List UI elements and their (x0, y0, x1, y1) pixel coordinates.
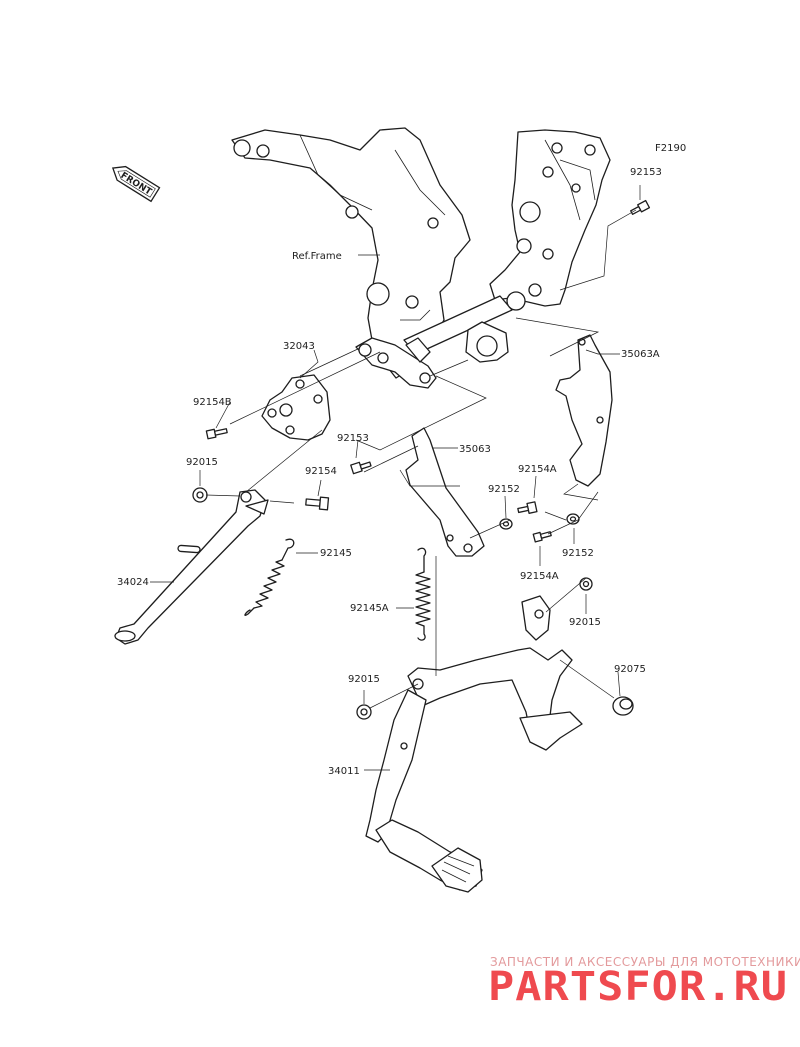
diagram-code: F2190 (655, 143, 686, 154)
spring-92145A (415, 547, 431, 641)
collar-92152-top (499, 518, 513, 530)
collar-92152-bottom (566, 513, 580, 525)
watermark-tagline: ЗАПЧАСТИ И АКСЕССУАРЫ ДЛЯ МОТОТЕХНИКИ (490, 955, 800, 969)
pivot-pipe (403, 291, 526, 363)
spring-92145 (244, 538, 295, 616)
front-arrow-icon: FRONT (111, 165, 161, 203)
ref-frame-right (489, 129, 611, 307)
label-35063: 35063 (459, 444, 491, 455)
label-92154A-bottom: 92154A (520, 571, 559, 582)
center-stand-34011 (365, 595, 583, 893)
label-32043: 32043 (283, 341, 315, 352)
label-92015-bottom: 92015 (348, 674, 380, 685)
label-34011: 34011 (328, 766, 360, 777)
bolt-92154A-bottom (532, 531, 552, 543)
bolt-92154B (205, 428, 228, 440)
label-92152-top: 92152 (488, 484, 520, 495)
label-92154: 92154 (305, 466, 337, 477)
nut-92015-right (579, 577, 593, 591)
bolt-92154A-top (517, 501, 538, 514)
nut-92015-bottom (356, 704, 372, 720)
label-92015-right: 92015 (569, 617, 601, 628)
side-stand-34024 (114, 489, 269, 645)
ref-frame-left (231, 127, 471, 389)
label-ref-frame: Ref.Frame (292, 251, 342, 262)
label-92154B: 92154B (193, 397, 232, 408)
label-92015-left: 92015 (186, 457, 218, 468)
watermark: ЗАПЧАСТИ И АКСЕССУАРЫ ДЛЯ МОТОТЕХНИКИ PA… (488, 955, 800, 1010)
label-92153-mid: 92153 (337, 433, 369, 444)
label-92075: 92075 (614, 664, 646, 675)
label-92145: 92145 (320, 548, 352, 559)
label-92145A: 92145A (350, 603, 389, 614)
fasteners (192, 199, 651, 720)
label-35063A: 35063A (621, 349, 660, 360)
nut-92015-left (192, 487, 208, 503)
bolt-92154 (305, 496, 330, 511)
label-92153-top: 92153 (630, 167, 662, 178)
leader-lines (150, 185, 641, 771)
label-34024: 34024 (117, 577, 149, 588)
bolt-92153-mid (350, 461, 372, 475)
stopper-92075 (612, 696, 634, 716)
plate-35063A (555, 334, 613, 487)
bracket-32043 (261, 374, 331, 441)
label-92154A-top: 92154A (518, 464, 557, 475)
part-labels: F2190 92153 Ref.Frame 32043 35063A 92154… (117, 143, 686, 777)
bolt-92153-top (630, 199, 651, 215)
watermark-brand: PARTSFOR.RU (488, 964, 788, 1010)
label-92152-bottom: 92152 (562, 548, 594, 559)
